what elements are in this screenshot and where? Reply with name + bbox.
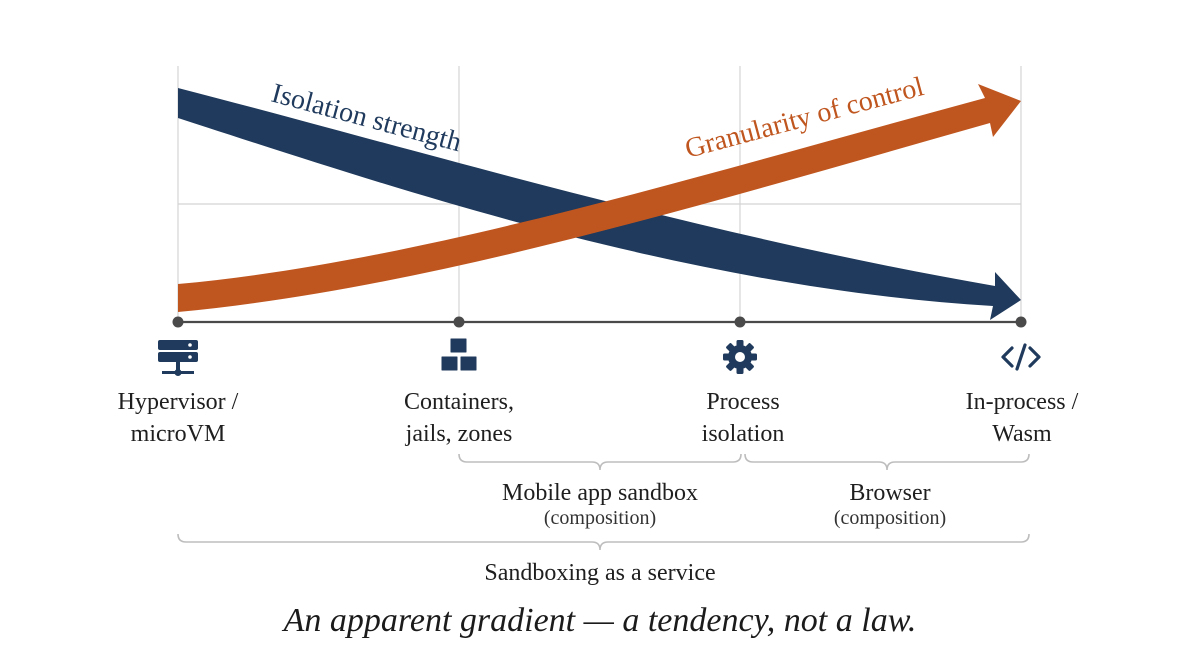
gear-icon [723, 340, 757, 374]
code-icon [1001, 343, 1041, 371]
stage-inprocess-line2: Wasm [992, 421, 1052, 447]
stage-containers-line2: jails, zones [405, 421, 513, 447]
braces [177, 453, 1030, 551]
caption: An apparent gradient — a tendency, not a… [283, 602, 917, 639]
axis [172, 316, 1027, 328]
browser-brace-sub: (composition) [833, 507, 947, 529]
stage-label-process: Process isolation [633, 386, 853, 450]
stage-hypervisor-line2: microVM [130, 421, 226, 447]
stage-hypervisor-line1: Hypervisor / [117, 389, 239, 415]
stage-label-inprocess: In-process / Wasm [912, 386, 1132, 450]
stage-containers-line1: Containers, [404, 389, 514, 415]
mobile-brace [458, 453, 742, 471]
granularity-arrow-shape [178, 84, 1021, 312]
granularity-arrow [178, 84, 1021, 312]
axis-marker-containers [453, 316, 465, 328]
stage-label-containers: Containers, jails, zones [349, 386, 569, 450]
browser-brace [744, 453, 1030, 471]
mobile-brace-label: Mobile app sandbox (composition) [460, 480, 740, 530]
browser-brace-label: Browser (composition) [770, 480, 1010, 530]
stage-inprocess-line1: In-process / [965, 389, 1079, 415]
stage-process-line2: isolation [701, 421, 785, 447]
server-icon [158, 340, 198, 376]
service-brace [177, 533, 1030, 551]
stage-label-hypervisor: Hypervisor / microVM [68, 386, 288, 450]
stage-process-line1: Process [706, 389, 780, 415]
axis-marker-process [734, 316, 746, 328]
mobile-brace-sub: (composition) [543, 507, 657, 529]
axis-marker-inprocess [1015, 316, 1027, 328]
service-brace-title: Sandboxing as a service [484, 560, 716, 586]
browser-brace-title: Browser [849, 480, 931, 506]
service-brace-label: Sandboxing as a service [400, 560, 800, 586]
mobile-brace-title: Mobile app sandbox [502, 480, 698, 506]
cubes-icon [440, 337, 478, 372]
axis-marker-hypervisor [172, 316, 184, 328]
